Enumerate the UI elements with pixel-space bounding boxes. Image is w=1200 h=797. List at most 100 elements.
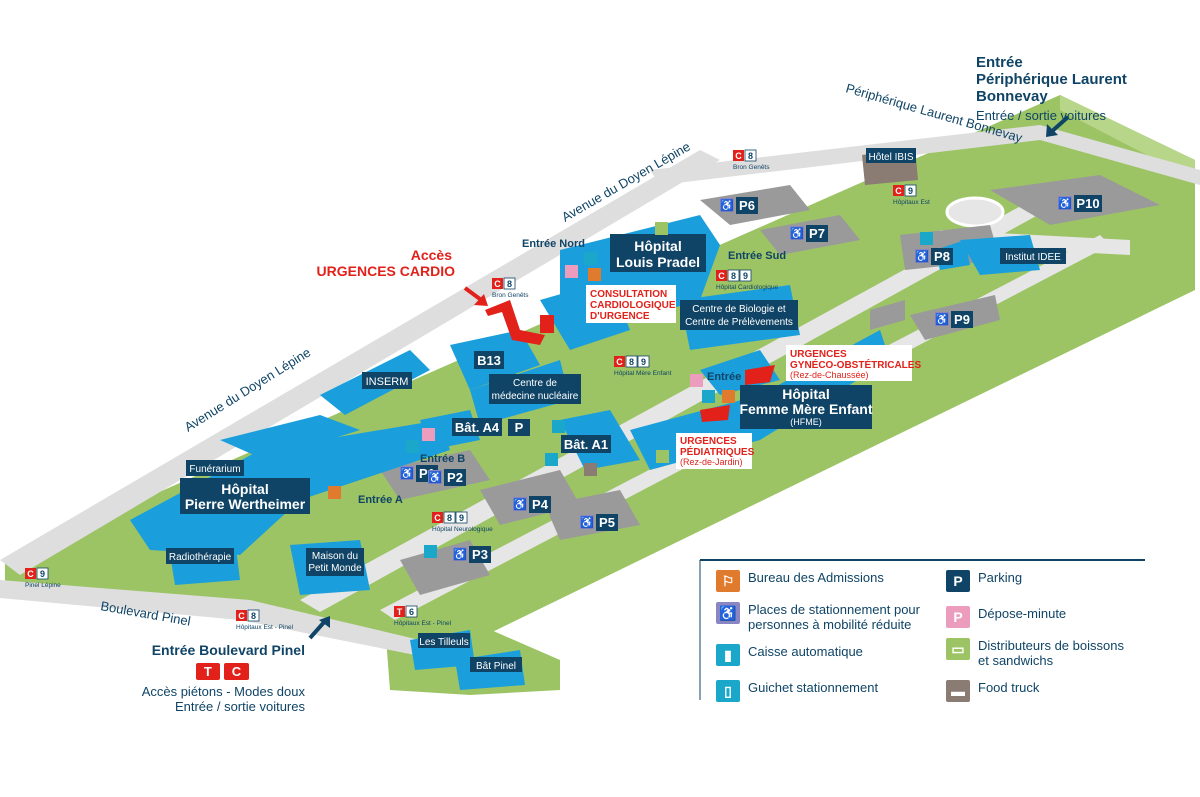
food-truck-icon <box>584 463 597 476</box>
parking-label: P10 <box>1076 196 1099 211</box>
entrance-pinel-title: Entrée Boulevard Pinel <box>151 642 305 658</box>
entry-main: Entrée <box>707 371 741 383</box>
dropoff-icon <box>565 265 578 278</box>
parking-p6: ♿ P6 <box>720 197 758 214</box>
bus-line: 9 <box>40 569 45 579</box>
boulevard-pinel-road <box>0 580 420 655</box>
label-hfme: Hôpital Femme Mère Enfant (HFME) <box>739 385 873 429</box>
svg-text:♿: ♿ <box>580 516 594 529</box>
legend-item: ⚐ Bureau des Admissions <box>716 570 884 592</box>
legend-label: Caisse automatique <box>748 644 863 659</box>
label-petit-monde: Maison du Petit Monde <box>306 548 364 576</box>
wheelchair-icon: ♿ <box>720 198 734 212</box>
label-institut-idee: Institut IDEE <box>1000 248 1066 264</box>
label-pierre-wertheimer: Hôpital Pierre Wertheimer <box>180 478 310 514</box>
parking-p5: ♿ P5 <box>580 514 618 531</box>
bus-stop-name: Hôpital Neurologique <box>432 526 493 533</box>
svg-text:(Rez-de-Jardin): (Rez-de-Jardin) <box>680 457 743 467</box>
label-biologie: Centre de Biologie et Centre de Prélèvem… <box>680 300 798 330</box>
svg-text:♿: ♿ <box>720 199 734 212</box>
parking-p7: ♿P7 <box>790 225 828 242</box>
entry-b: Entrée B <box>420 453 465 465</box>
label-bat-a4: Bât. A4 <box>452 418 502 436</box>
bus-stop-name: Hôpital Cardiologique <box>716 284 779 291</box>
campus-grass <box>5 95 1195 655</box>
pay-machine-icon <box>406 440 419 453</box>
svg-text:Radiothérapie: Radiothérapie <box>169 552 232 563</box>
bus-stop-name: Hôpitaux Est - Pinel <box>236 624 294 631</box>
legend-item: ▯Guichet stationnement <box>716 680 878 702</box>
wheelchair-icon: ♿ <box>790 226 804 240</box>
svg-text:PÉDIATRIQUES: PÉDIATRIQUES <box>680 445 755 458</box>
bus-line: 8 <box>447 513 452 523</box>
label-tilleuls: Les Tilleuls <box>418 633 470 648</box>
tram-line-badge: T <box>195 663 220 680</box>
vending-icon <box>538 438 551 451</box>
label-funerarium: Funérarium <box>186 460 244 476</box>
urgences-cardio-path <box>485 300 545 345</box>
svg-text:♿: ♿ <box>513 498 527 511</box>
wheelchair-icon: ♿ <box>453 547 467 561</box>
bus-line: C <box>434 513 441 523</box>
parking-label: P6 <box>739 198 755 213</box>
label-radiotherapie: Radiothérapie <box>166 548 234 564</box>
svg-text:Funérarium: Funérarium <box>189 464 240 475</box>
bus-stop-name: Pinel Lépine <box>25 582 61 589</box>
parking-label: P5 <box>599 515 615 530</box>
urgences-gyneco-marker <box>745 365 775 385</box>
vending-icon <box>656 450 669 463</box>
parking-p4: ♿P4 <box>513 496 551 513</box>
legend-label: Bureau des Admissions <box>748 570 884 585</box>
bus-line: T <box>397 607 403 617</box>
entrance-pinel-sub1: Accès piétons - Modes doux <box>141 684 305 699</box>
avenue-doyen-lepine-road <box>0 150 720 575</box>
svg-text:D'URGENCE: D'URGENCE <box>590 311 650 322</box>
service-icons <box>328 222 933 558</box>
legend-label: Dépose-minute <box>978 606 1067 621</box>
bus-stop-name: Hôpitaux Est <box>893 199 930 206</box>
admissions-icon: ⚐ <box>716 570 740 592</box>
svg-text:Centre de: Centre de <box>513 378 557 389</box>
pay-machine-icon <box>584 252 597 265</box>
bus-line: 8 <box>629 357 634 367</box>
svg-text:Louis Pradel: Louis Pradel <box>616 254 700 270</box>
label-urgences-pediatriques: URGENCES PÉDIATRIQUES (Rez-de-Jardin) <box>676 433 755 469</box>
svg-text:Maison du: Maison du <box>312 551 358 562</box>
bus-line: 8 <box>507 279 512 289</box>
label-hotel-ibis: Hôtel IBIS <box>866 148 916 163</box>
svg-text:(Rez-de-Chaussée): (Rez-de-Chaussée) <box>790 370 869 380</box>
entrance-pinel-lines: T C <box>140 663 305 680</box>
pay-machine-icon: ▮ <box>716 644 740 666</box>
pay-machine-icon <box>424 545 437 558</box>
label-medecine-nucleaire: Centre de médecine nucléaire <box>489 374 581 404</box>
wheelchair-icon: ♿ <box>580 515 594 529</box>
svg-text:Les Tilleuls: Les Tilleuls <box>419 637 468 648</box>
bus-line: 9 <box>459 513 464 523</box>
svg-text:♿: ♿ <box>935 313 949 326</box>
svg-text:Bât. A1: Bât. A1 <box>564 437 608 452</box>
svg-text:♿: ♿ <box>915 250 929 263</box>
legend-item: ▭Distributeurs de boissons et sandwichs <box>946 638 1124 668</box>
svg-text:URGENCES: URGENCES <box>790 349 847 360</box>
legend-label: Guichet stationnement <box>748 680 879 695</box>
parking-label: P3 <box>472 547 488 562</box>
svg-text:♿: ♿ <box>428 471 442 484</box>
bus-line: C <box>494 279 501 289</box>
urgences-cardio-arrowhead <box>474 294 488 306</box>
svg-text:Centre de Biologie et: Centre de Biologie et <box>692 304 786 315</box>
urgences-cardio-marker <box>540 315 554 333</box>
parking-p8: ♿P8 <box>915 248 953 265</box>
legend-item: ▮ Caisse automatique <box>716 644 863 666</box>
wheelchair-icon: ♿ <box>428 470 442 484</box>
wheelchair-icon: ♿ <box>513 497 527 511</box>
svg-text:Petit Monde: Petit Monde <box>308 563 362 574</box>
svg-text:Hôpital: Hôpital <box>782 386 829 402</box>
